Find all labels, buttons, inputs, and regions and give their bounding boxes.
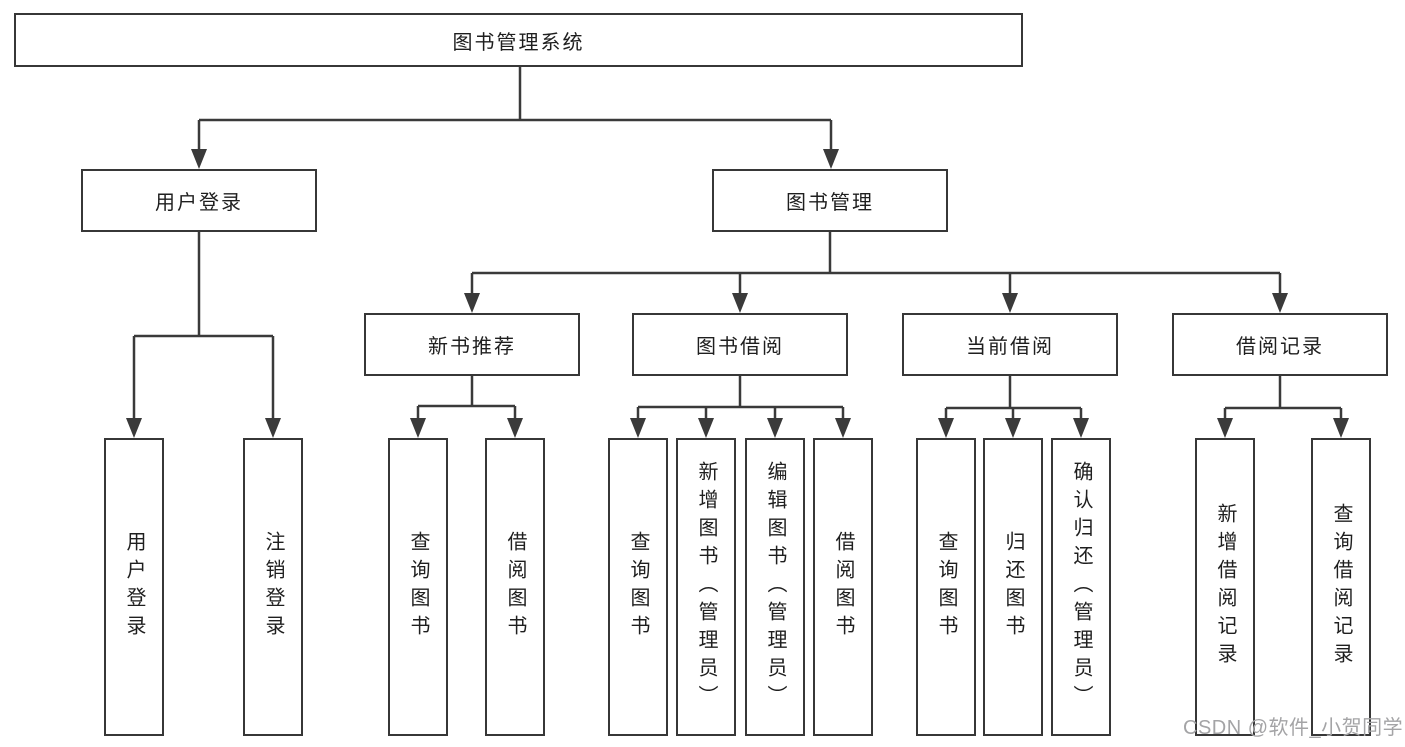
node-label: 新增图书（管理员） — [695, 461, 717, 713]
node-label: 借阅图书 — [504, 531, 526, 643]
node-label: 查询图书 — [627, 531, 649, 643]
leaf-add-borrow-record: 新增借阅记录 — [1195, 438, 1255, 736]
node-new-book-recommendation: 新书推荐 — [364, 313, 580, 376]
leaf-query-books-borrow: 查询图书 — [608, 438, 668, 736]
node-label: 注销登录 — [262, 531, 284, 643]
node-label: 新增借阅记录 — [1214, 503, 1236, 671]
node-label: 当前借阅 — [966, 336, 1054, 358]
leaf-query-borrow-record: 查询借阅记录 — [1311, 438, 1371, 736]
node-label: 归还图书 — [1002, 531, 1024, 643]
leaf-query-books-current: 查询图书 — [916, 438, 976, 736]
node-borrowing-records: 借阅记录 — [1172, 313, 1388, 376]
arrowhead-icons — [126, 149, 1349, 438]
leaf-borrow-books-newbook: 借阅图书 — [485, 438, 545, 736]
node-user-login: 用户登录 — [81, 169, 317, 232]
leaf-return-books: 归还图书 — [983, 438, 1043, 736]
leaf-add-books-admin: 新增图书（管理员） — [676, 438, 736, 736]
node-label: 图书借阅 — [696, 336, 784, 358]
node-label: 图书管理系统 — [452, 31, 585, 54]
leaf-query-books-newbook: 查询图书 — [388, 438, 448, 736]
node-label: 图书管理 — [786, 192, 874, 214]
node-label: 借阅记录 — [1236, 336, 1324, 358]
leaf-edit-books-admin: 编辑图书（管理员） — [745, 438, 805, 736]
node-label: 用户登录 — [123, 531, 145, 643]
node-book-management: 图书管理 — [712, 169, 948, 232]
node-book-borrowing: 图书借阅 — [632, 313, 848, 376]
watermark: CSDN @软件_小贺同学 — [1183, 717, 1404, 739]
leaf-confirm-return-admin: 确认归还（管理员） — [1051, 438, 1111, 736]
node-library-system: 图书管理系统 — [14, 13, 1023, 67]
node-label: 查询借阅记录 — [1330, 503, 1352, 671]
leaf-logout-login: 注销登录 — [243, 438, 303, 736]
node-label: 编辑图书（管理员） — [764, 461, 786, 713]
node-label: 查询图书 — [935, 531, 957, 643]
node-label: 查询图书 — [407, 531, 429, 643]
node-current-borrowing: 当前借阅 — [902, 313, 1118, 376]
node-label: 借阅图书 — [832, 531, 854, 643]
node-label: 确认归还（管理员） — [1070, 461, 1092, 713]
node-label: 用户登录 — [155, 192, 243, 214]
leaf-user-login: 用户登录 — [104, 438, 164, 736]
leaf-borrow-books-borrow: 借阅图书 — [813, 438, 873, 736]
node-label: 新书推荐 — [428, 336, 516, 358]
